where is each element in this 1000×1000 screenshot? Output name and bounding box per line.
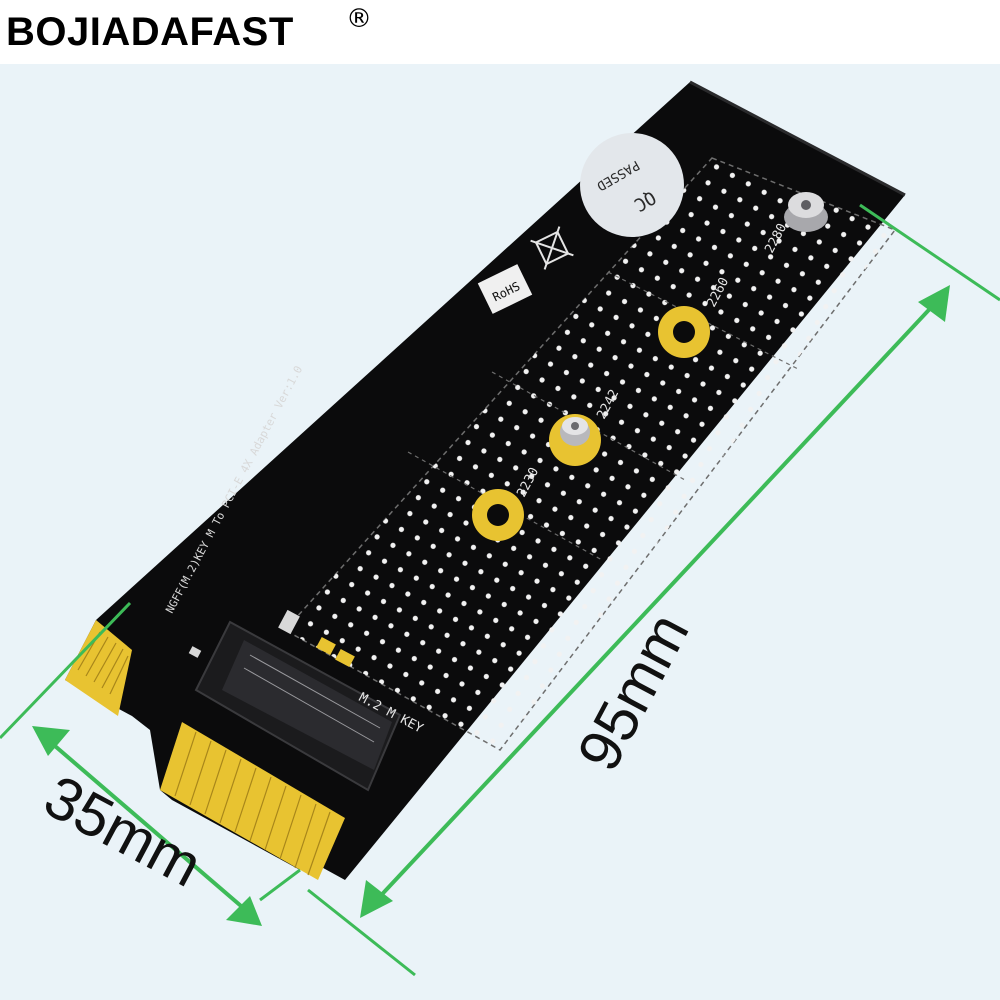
mount-hole-2230 xyxy=(472,489,524,541)
qc-passed-sticker: QC PASSED xyxy=(580,133,684,237)
dimension-arrow-length xyxy=(307,203,1000,977)
mount-standoff-2242 xyxy=(549,414,601,466)
registered-mark: ® xyxy=(346,4,372,34)
brand-logo-text: BOJIADAFAST xyxy=(6,10,294,54)
pcie-edge-connector-short xyxy=(65,620,132,716)
mount-hole-2260 xyxy=(658,306,710,358)
rohs-mark: RoHS xyxy=(477,264,533,314)
pcie-edge-connector-long xyxy=(160,722,345,880)
m2-socket xyxy=(194,620,402,792)
mount-standoff-2280 xyxy=(784,192,828,232)
header-bar: BOJIADAFAST ® xyxy=(0,0,1000,64)
weee-icon xyxy=(530,226,574,270)
smd-components xyxy=(188,609,355,668)
dimension-arrow-width xyxy=(0,601,301,926)
